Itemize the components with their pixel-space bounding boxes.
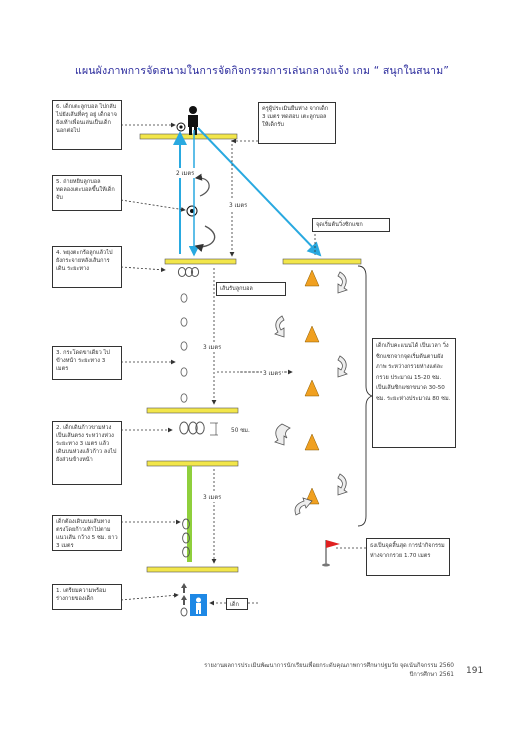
ring-row-top	[177, 267, 200, 277]
line-bar-2	[146, 460, 239, 467]
zigzag-note-text: เด็กเก็บคะแนนได้ เป็นเวลา วิ่งซิกแซกจากจ…	[376, 343, 451, 402]
flag-note-box: ธงเป็นจุดสิ้นสุด การนำกิจกรรม ห่างจากกรว…	[366, 538, 450, 576]
step1-text: 1. เตรียมความพร้อม ร่างกายของเด็ก	[56, 588, 107, 602]
start-area-text: เด็กต้องเดินบนเส้นทางตรงโดยก้าวเท้าไปตาม…	[56, 519, 118, 549]
distance-label-1: 2 เมตร	[175, 168, 196, 178]
return-line-box: เส้นรับลูกบอล	[216, 282, 286, 296]
step5-text: 5. ถ่ายหยิบลูกบอล ทดลองเตะบอลขึ้นให้เด็ก…	[56, 179, 115, 201]
teacher-note-box: ครูผู้ประเมินยืนห่าง จากเด็ก 3 เมตร ทดสอ…	[258, 102, 336, 144]
cones	[304, 269, 320, 505]
line-bar-3	[146, 407, 239, 414]
footer-line2: ปีการศึกษา 2561	[409, 672, 454, 678]
zigzag-start-label: จุดเริ่มต้นวิ่งซิกแซก	[316, 222, 363, 228]
distance-label-3: 3 เมตร	[202, 342, 223, 352]
child-label-box: เด็ก	[226, 598, 248, 610]
step4-text: 4. พยุงตะกร้อลูกแล้วไปยังกระจายหลังเส้นก…	[56, 250, 113, 272]
step4-box: 4. พยุงตะกร้อลูกแล้วไปยังกระจายหลังเส้นก…	[52, 246, 122, 288]
ring-row-middle	[179, 421, 205, 435]
ring-gap-label: 50 ซม.	[230, 425, 251, 435]
teacher-icon	[188, 106, 198, 135]
footer-line1: รายงานผลการประเมินพัฒนาการนักเรียนเพื่อย…	[204, 663, 454, 669]
step1-box: 1. เตรียมความพร้อม ร่างกายของเด็ก	[52, 584, 122, 610]
zigzag-arrows	[274, 271, 348, 516]
step6-text: 6. เด็กเตะลูกบอล ไปกลับไปยังเส้นที่ครู อ…	[56, 104, 117, 134]
ball-icon-middle	[186, 205, 198, 217]
walk-line	[187, 466, 192, 562]
child-label: เด็ก	[230, 602, 239, 608]
teacher-note-text: ครูผู้ประเมินยืนห่าง จากเด็ก 3 เมตร ทดสอ…	[262, 106, 329, 128]
return-line-label: เส้นรับลูกบอล	[220, 286, 253, 292]
start-arrows	[181, 583, 187, 605]
page-number: 191	[466, 666, 484, 676]
brace	[357, 265, 374, 527]
child-icon	[190, 594, 207, 616]
page-title: แผนผังภาพการจัดสนามในการจัดกิจกรรมการเล่…	[75, 65, 449, 77]
distance-label-5: 3 เมตร	[202, 492, 223, 502]
line-bar-4	[164, 258, 237, 265]
flag-icon	[322, 540, 340, 567]
ball-icon-top	[176, 122, 186, 132]
step2-box: 2. เด็กเดินก้าวขามห่วง เป็นเส้นตรง ระหว่…	[52, 421, 122, 485]
start-area-box: เด็กต้องเดินบนเส้นทางตรงโดยก้าวเท้าไปตาม…	[52, 515, 122, 551]
foot-on-line	[182, 518, 190, 558]
step3-text: 3. กระโดดขาเดียว ไปข้างหน้า ระยะทาง 3 เม…	[56, 350, 110, 372]
step5-box: 5. ถ่ายหยิบลูกบอล ทดลองเตะบอลขึ้นให้เด็ก…	[52, 175, 122, 211]
line-bar-1	[146, 566, 239, 573]
start-foot	[180, 607, 188, 617]
zigzag-start-label-box: จุดเริ่มต้นวิ่งซิกแซก	[312, 218, 390, 232]
step3-box: 3. กระโดดขาเดียว ไปข้างหน้า ระยะทาง 3 เม…	[52, 346, 122, 380]
flag-note-text: ธงเป็นจุดสิ้นสุด การนำกิจกรรม ห่างจากกรว…	[370, 543, 445, 559]
footer-text: รายงานผลการประเมินพัฒนาการนักเรียนเพื่อย…	[204, 662, 454, 680]
step2-text: 2. เด็กเดินก้าวขามห่วง เป็นเส้นตรง ระหว่…	[56, 425, 117, 463]
step-footprints	[180, 293, 188, 403]
step6-box: 6. เด็กเตะลูกบอล ไปกลับไปยังเส้นที่ครู อ…	[52, 100, 122, 150]
line-bar-zigzag	[282, 258, 362, 265]
line-bar-top	[139, 133, 238, 140]
zigzag-note-box: เด็กเก็บคะแนนได้ เป็นเวลา วิ่งซิกแซกจากจ…	[372, 338, 456, 448]
distance-label-2: 3 เมตร	[228, 200, 249, 210]
distance-label-4: 3 เมตร	[262, 368, 283, 378]
